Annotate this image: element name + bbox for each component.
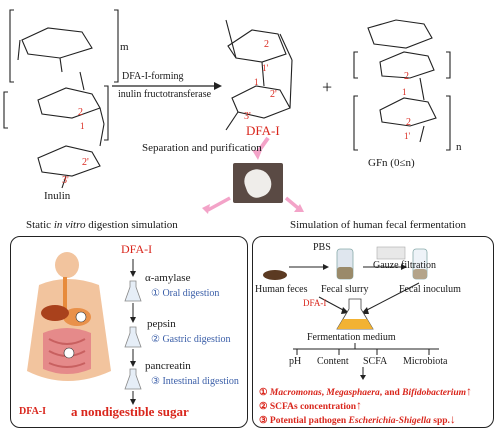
right-dfa-label: DFA-I [303, 298, 327, 308]
analysis-ph: pH [289, 356, 302, 367]
dfa-pos-1: 1 [254, 77, 259, 87]
step3-stage: ③ Intestinal digestion [151, 376, 239, 387]
step1-enzyme: α-amylase [145, 272, 191, 284]
result-text: a nondigestible sugar [71, 404, 189, 419]
inulin-pos-1: 1 [80, 121, 85, 131]
inulin-label: Inulin [44, 190, 71, 202]
medium-label: Fermentation medium [307, 332, 396, 343]
up-arrow-icon: ↑ [356, 398, 362, 412]
enzyme-line1: DFA-I-forming [122, 71, 184, 82]
right-panel: PBS Gauze filtration Human feces Fecal s… [252, 236, 494, 428]
gfn-pos-2b: 2 [406, 117, 411, 128]
enzyme-line2: inulin fructotransferase [118, 89, 212, 100]
dfa-pos-2p: 2' [270, 89, 277, 100]
fermentation-illustration [263, 246, 439, 380]
gfn-label: GFn (0≤n) [368, 157, 415, 169]
separation-label: Separation and purification [142, 142, 262, 154]
down-arrow-icon: ↓ [449, 412, 456, 426]
gfn-pos-1p: 1' [404, 131, 411, 141]
analysis-microbiota: Microbiota [403, 356, 448, 367]
dfa-pos-3p: 3' [244, 111, 251, 122]
dfa-label: DFA-I [246, 123, 280, 138]
inulin-pos-2: 2 [78, 107, 83, 118]
fecal-slurry-label: Fecal slurry [321, 284, 369, 295]
gauze-label: Gauze filtration [373, 260, 437, 271]
inulin-repeat-m: m [120, 41, 129, 53]
left-panel-title: Static in vitro digestion simulation [26, 219, 178, 231]
inulin-pos-2p: 2' [82, 157, 89, 168]
analysis-content: Content [317, 356, 349, 367]
left-dfa-label: DFA-I [121, 242, 153, 256]
result-3: ③ Potential pathogen Escherichia-Shigell… [259, 412, 456, 426]
result-dfa: DFA-I [19, 406, 47, 417]
structures-svg [3, 9, 451, 189]
step2-enzyme: pepsin [147, 318, 176, 330]
dfa-powder-photo [233, 163, 283, 203]
step3-enzyme: pancreatin [145, 360, 191, 372]
gfn-repeat-n: n [456, 141, 462, 153]
up-arrow-icon: ↑ [466, 384, 473, 398]
gfn-pos-1: 1 [402, 87, 407, 97]
dfa-pos-2: 2 [264, 39, 269, 50]
inulin-pos-3p: 3' [62, 175, 69, 186]
left-panel: DFA-I α-amylase ① Oral digestion pepsin … [10, 236, 248, 428]
pbs-label: PBS [313, 242, 331, 253]
digestive-system-illustration [27, 252, 111, 381]
analysis-scfa: SCFA [363, 356, 388, 367]
right-panel-title: Simulation of human fecal fermentation [290, 219, 466, 231]
gfn-pos-2: 2 [404, 71, 409, 82]
fecal-inoculum-label: Fecal inoculum [399, 284, 461, 295]
result-1: ① Macromonas, Megasphaera, and Bifidobac… [259, 384, 473, 398]
human-feces-label: Human feces [255, 284, 308, 295]
step1-stage: ① Oral digestion [151, 288, 220, 299]
plus-sign: + [322, 77, 333, 97]
result-2: ② SCFAs concentration↑ [259, 398, 362, 412]
dfa-pos-1p: 1' [262, 63, 269, 73]
step2-stage: ② Gastric digestion [151, 334, 231, 345]
digestion-flasks [124, 259, 142, 405]
